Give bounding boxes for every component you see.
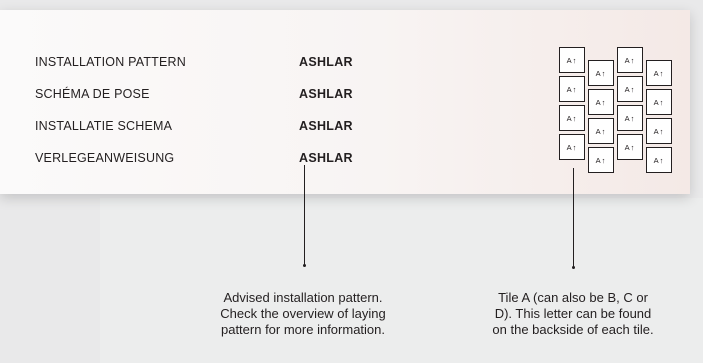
tile-letter: A↑ bbox=[566, 55, 578, 65]
ashlar-pattern-diagram: A↑ A↑ A↑ A↑ A↑ A↑ A↑ A↑ A↑ A↑ A↑ A↑ A↑ A↑ A↑ A↑ bbox=[559, 47, 675, 178]
tile-callout-line bbox=[573, 168, 574, 267]
background-panel bbox=[100, 198, 703, 363]
pattern-tile: A↑ bbox=[559, 105, 585, 131]
pattern-tile: A↑ bbox=[646, 147, 672, 173]
pattern-tile: A↑ bbox=[588, 60, 614, 86]
tile-letter: A↑ bbox=[653, 126, 665, 136]
pattern-tile: A↑ bbox=[588, 118, 614, 144]
label-fr: SCHÉMA DE POSE bbox=[35, 87, 150, 101]
label-en: INSTALLATION PATTERN bbox=[35, 55, 187, 69]
pattern-tile: A↑ bbox=[559, 134, 585, 160]
pattern-caption: Advised installation pattern. Check the … bbox=[220, 290, 386, 337]
value-en: ASHLAR bbox=[299, 55, 353, 69]
pattern-callout-line bbox=[304, 165, 305, 265]
tile-letter: A↑ bbox=[566, 142, 578, 152]
pattern-values: ASHLAR ASHLAR ASHLAR ASHLAR bbox=[299, 54, 353, 182]
value-de: ASHLAR bbox=[299, 151, 353, 165]
pattern-tile: A↑ bbox=[646, 60, 672, 86]
label-de: VERLEGEANWEISUNG bbox=[35, 151, 175, 165]
pattern-labels: INSTALLATION PATTERN SCHÉMA DE POSE INST… bbox=[35, 54, 186, 182]
tile-letter: A↑ bbox=[653, 68, 665, 78]
tile-letter: A↑ bbox=[595, 126, 607, 136]
pattern-tile: A↑ bbox=[559, 47, 585, 73]
pattern-tile: A↑ bbox=[617, 134, 643, 160]
pattern-tile: A↑ bbox=[617, 76, 643, 102]
pattern-tile: A↑ bbox=[588, 89, 614, 115]
pattern-callout-dot bbox=[303, 264, 306, 267]
tile-callout-dot bbox=[572, 266, 575, 269]
label-nl: INSTALLATIE SCHEMA bbox=[35, 119, 173, 133]
tile-letter: A↑ bbox=[653, 155, 665, 165]
pattern-tile: A↑ bbox=[646, 89, 672, 115]
tile-letter: A↑ bbox=[624, 55, 636, 65]
tile-letter: A↑ bbox=[566, 84, 578, 94]
pattern-tile: A↑ bbox=[617, 105, 643, 131]
tile-letter: A↑ bbox=[624, 142, 636, 152]
value-nl: ASHLAR bbox=[299, 119, 353, 133]
tile-letter: A↑ bbox=[595, 68, 607, 78]
tile-letter: A↑ bbox=[624, 113, 636, 123]
spec-card: INSTALLATION PATTERN SCHÉMA DE POSE INST… bbox=[0, 10, 690, 194]
tile-letter: A↑ bbox=[595, 97, 607, 107]
tile-letter: A↑ bbox=[624, 84, 636, 94]
pattern-tile: A↑ bbox=[588, 147, 614, 173]
value-fr: ASHLAR bbox=[299, 87, 353, 101]
tile-letter: A↑ bbox=[566, 113, 578, 123]
tile-letter: A↑ bbox=[653, 97, 665, 107]
tile-letter: A↑ bbox=[595, 155, 607, 165]
tile-caption: Tile A (can also be B, C or D). This let… bbox=[492, 290, 654, 337]
pattern-tile: A↑ bbox=[646, 118, 672, 144]
pattern-tile: A↑ bbox=[617, 47, 643, 73]
pattern-tile: A↑ bbox=[559, 76, 585, 102]
